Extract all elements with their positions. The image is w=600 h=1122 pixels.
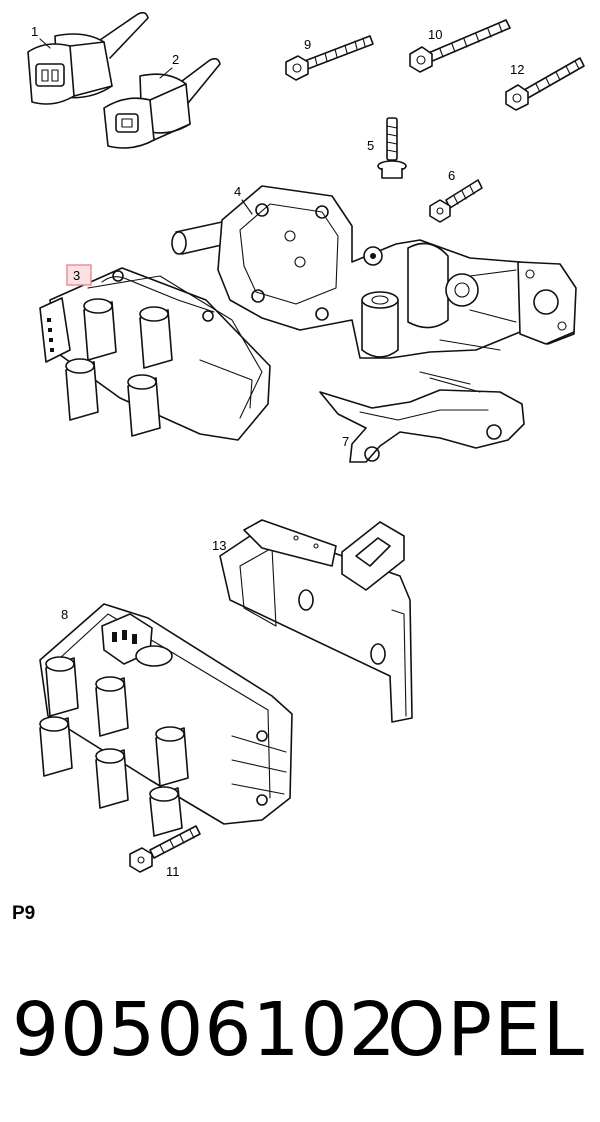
leader-2	[159, 67, 173, 79]
parts-diagram: 1 2 9 10 12 5	[27, 11, 585, 879]
callout-5: 5	[367, 138, 374, 153]
callout-11: 11	[166, 864, 180, 879]
callout-4: 4	[234, 184, 241, 199]
callout-2: 2	[172, 52, 179, 67]
callout-9: 9	[304, 37, 311, 52]
callout-3-highlight	[66, 264, 92, 286]
part-7-gasket[interactable]	[319, 371, 525, 463]
part-1-sensor[interactable]	[27, 11, 149, 105]
callout-3: 3	[73, 268, 80, 283]
part-10-bolt[interactable]	[409, 19, 511, 73]
leader-4	[241, 199, 253, 215]
callout-10: 10	[428, 27, 442, 42]
part-9-bolt[interactable]	[285, 35, 374, 81]
sheet-code: P9	[12, 903, 36, 924]
part-12-bolt[interactable]	[505, 57, 585, 111]
part-4-housing[interactable]	[171, 185, 577, 359]
part-11-screw[interactable]	[129, 825, 201, 873]
callout-13: 13	[212, 538, 226, 553]
callout-6: 6	[448, 168, 455, 183]
footer: 90506102 OPEL	[0, 985, 600, 1075]
brand-name: OPEL	[387, 987, 586, 1073]
part-5-bolt[interactable]	[377, 117, 407, 179]
callout-8: 8	[61, 607, 68, 622]
callout-1: 1	[31, 24, 38, 39]
part-number: 90506102	[12, 987, 397, 1073]
part-8-coil-module[interactable]	[39, 603, 293, 837]
leader-1	[39, 38, 51, 49]
part-6-bolt[interactable]	[429, 179, 483, 223]
part-3-ignition-coil[interactable]	[39, 267, 271, 441]
callout-12: 12	[510, 62, 524, 77]
callout-7: 7	[342, 434, 349, 449]
part-2-sensor[interactable]	[103, 57, 221, 149]
part-13-bracket[interactable]	[219, 519, 413, 723]
